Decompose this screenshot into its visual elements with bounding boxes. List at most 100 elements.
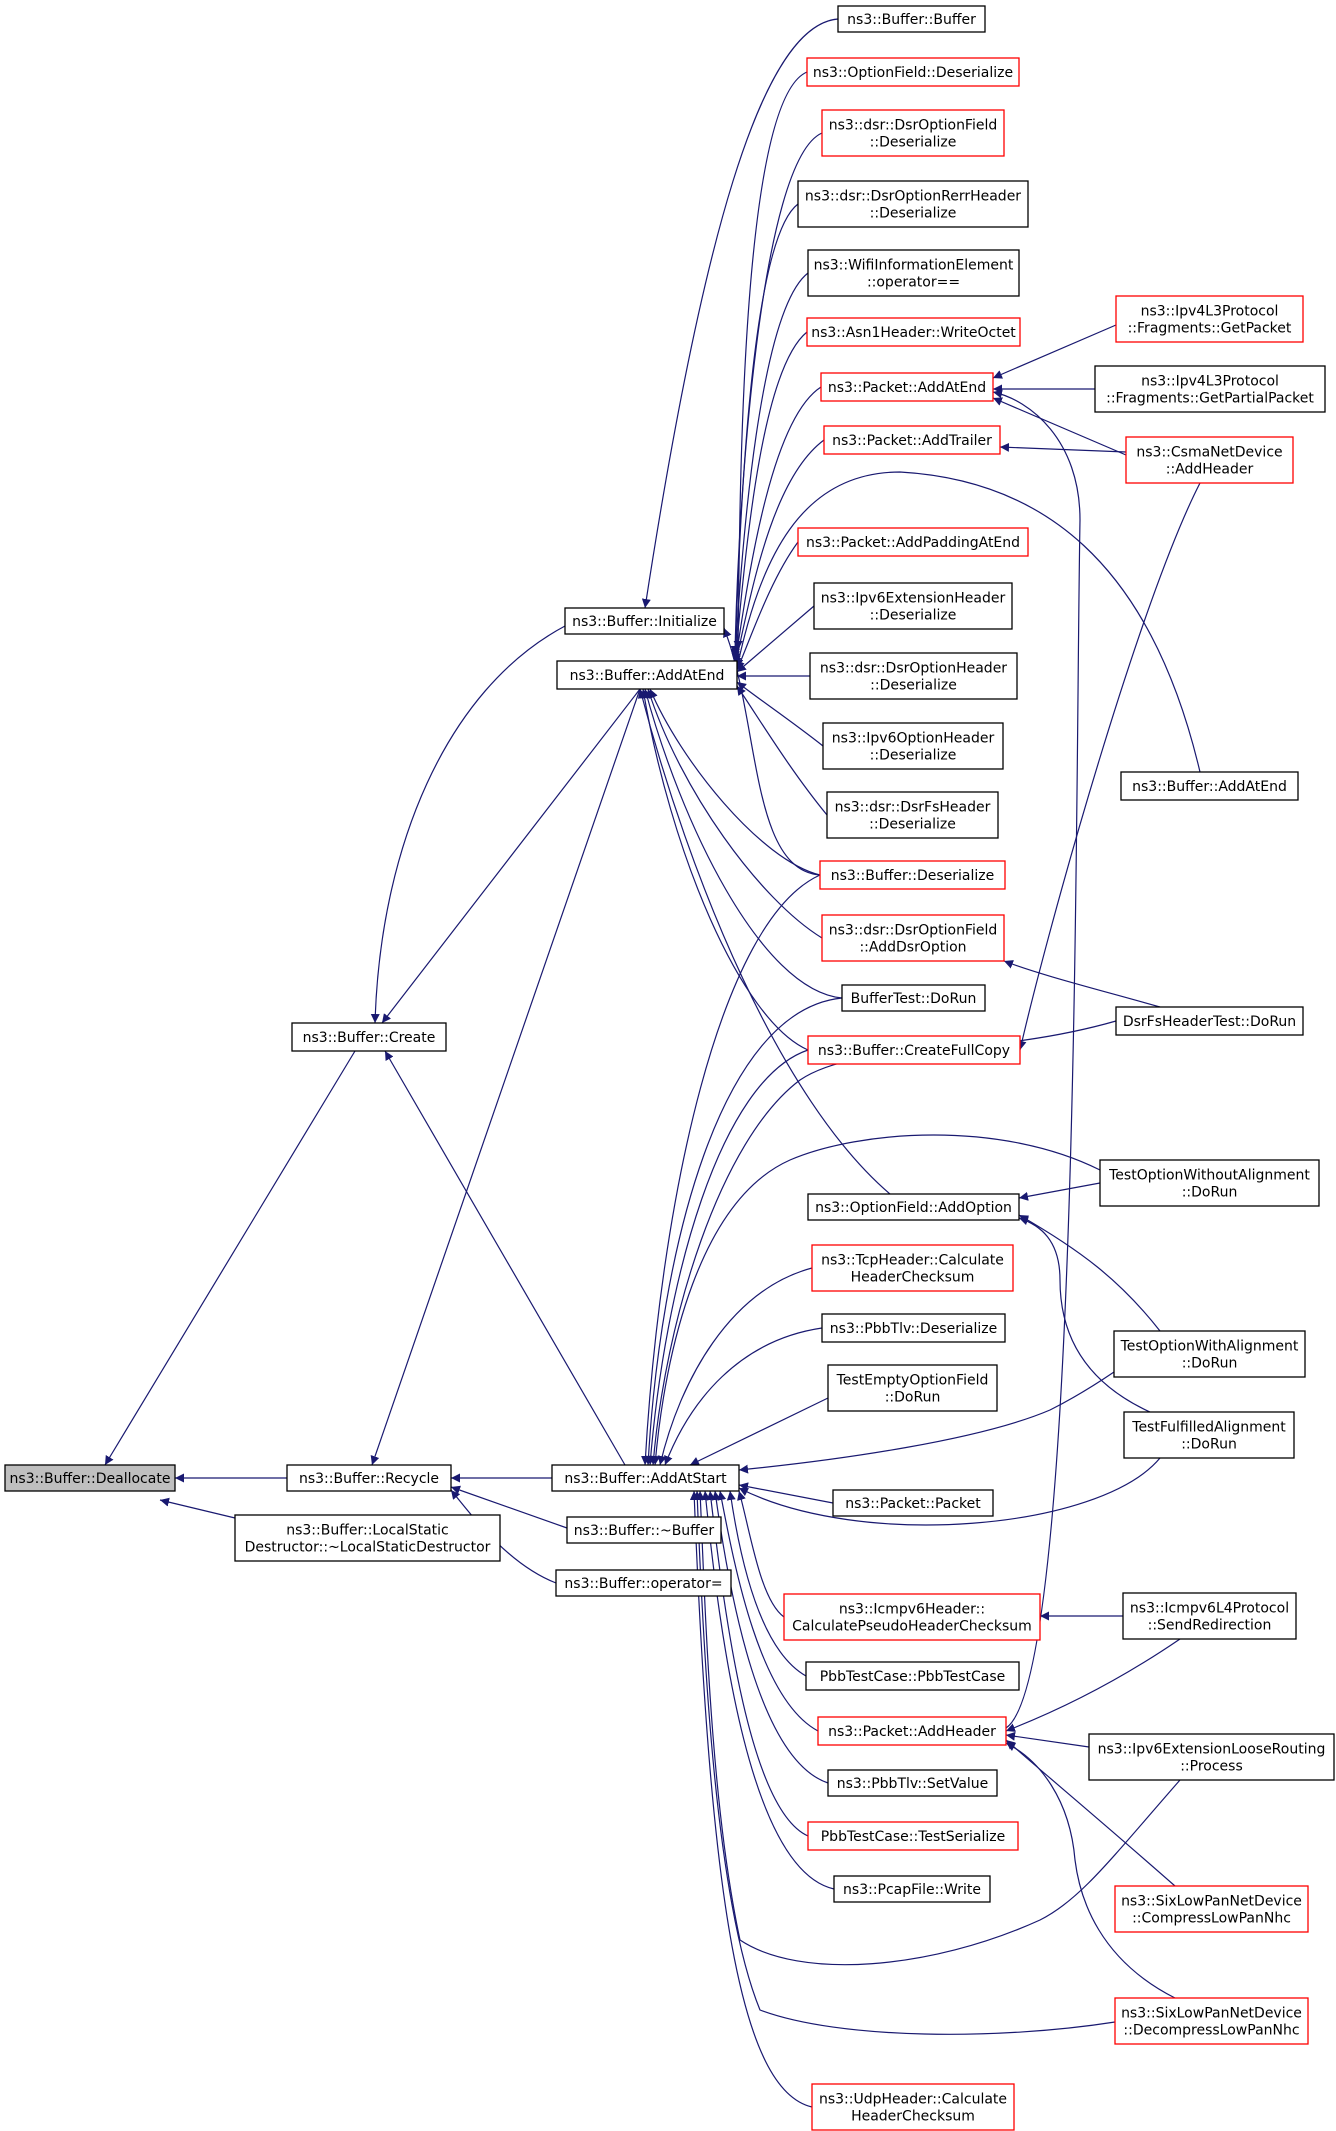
node-initialize[interactable]: ns3::Buffer::Initialize [564, 607, 725, 635]
node-label: ns3::Ipv6OptionHeader [832, 731, 995, 747]
node-dsrrerr-deser[interactable]: ns3::dsr::DsrOptionRerrHeader::Deseriali… [797, 180, 1029, 228]
node-label: ns3::Packet::AddTrailer [832, 433, 992, 449]
node-dtor[interactable]: ns3::Buffer::~Buffer [566, 1516, 722, 1544]
node-dsroptfield-add[interactable]: ns3::dsr::DsrOptionField::AddDsrOption [821, 914, 1005, 962]
node-pkt-addatend[interactable]: ns3::Packet::AddAtEnd [820, 372, 994, 402]
node-box [1113, 1330, 1306, 1378]
node-test-without[interactable]: TestOptionWithoutAlignment::DoRun [1099, 1159, 1320, 1207]
node-dsrfstest[interactable]: DsrFsHeaderTest::DoRun [1115, 1006, 1304, 1036]
node-test-with[interactable]: TestOptionWithAlignment::DoRun [1113, 1330, 1306, 1378]
node-create[interactable]: ns3::Buffer::Create [291, 1022, 447, 1052]
node-recycle[interactable]: ns3::Buffer::Recycle [286, 1464, 452, 1492]
node-pbbtlv-setvalue[interactable]: ns3::PbbTlv::SetValue [827, 1769, 998, 1797]
node-ipv6opt-deser[interactable]: ns3::Ipv6OptionHeader::Deserialize [822, 722, 1004, 770]
node-dsrfs-deser[interactable]: ns3::dsr::DsrFsHeader::Deserialize [826, 791, 999, 839]
e-sixlowpan-decompress-pkt-addheader [1005, 1742, 1176, 1999]
node-box [821, 914, 1005, 962]
node-box [1114, 1997, 1309, 2045]
node-pbbtestcase[interactable]: PbbTestCase::PbbTestCase [805, 1661, 1020, 1691]
node-pkt-addpadding[interactable]: ns3::Packet::AddPaddingAtEnd [797, 527, 1029, 557]
node-deallocate[interactable]: ns3::Buffer::Deallocate [4, 1464, 176, 1492]
e-wifiinfo-addatend [731, 272, 809, 661]
node-label: ns3::Asn1Header::WriteOctet [811, 325, 1016, 341]
node-ipv6ext-deser[interactable]: ns3::Ipv6ExtensionHeader::Deserialize [813, 582, 1013, 630]
node-frag-getpartial[interactable]: ns3::Ipv4L3Protocol::Fragments::GetParti… [1094, 365, 1326, 413]
node-createfullcopy[interactable]: ns3::Buffer::CreateFullCopy [807, 1035, 1021, 1065]
node-label: ns3::Buffer::LocalStatic [286, 1523, 449, 1539]
e-ipv6ext-loose-addatstart [695, 1490, 1181, 1966]
e-ipv6ext-deser-addatend [736, 605, 815, 673]
node-test-fulfilled[interactable]: TestFulfilledAlignment::DoRun [1123, 1411, 1295, 1459]
e-frag-getpacket-pkt-addatend [992, 324, 1117, 379]
node-operatoreq[interactable]: ns3::Buffer::operator= [555, 1569, 732, 1597]
node-box [291, 1022, 447, 1052]
node-label: ns3::Packet::AddAtEnd [828, 380, 986, 396]
node-buffertest[interactable]: BufferTest::DoRun [841, 984, 986, 1012]
node-addatstart[interactable]: ns3::Buffer::AddAtStart [551, 1464, 740, 1492]
node-packet-packet[interactable]: ns3::Packet::Packet [832, 1489, 994, 1517]
e-tcp-checksum-addatstart [657, 1267, 813, 1466]
node-sixlowpan-compress[interactable]: ns3::SixLowPanNetDevice::CompressLowPanN… [1114, 1885, 1309, 1933]
e-dsrfs-deser-addatend [736, 685, 828, 816]
e-dsrfstest-dsroptfield-add [1003, 960, 1161, 1008]
e-test-without-optfield-addopt [1018, 1182, 1101, 1201]
node-label: ::SendRedirection [1148, 1618, 1272, 1634]
node-label: PbbTestCase::PbbTestCase [820, 1669, 1006, 1685]
node-pkt-addheader[interactable]: ns3::Packet::AddHeader [817, 1716, 1007, 1746]
node-wifiinfo[interactable]: ns3::WifiInformationElement::operator== [807, 249, 1020, 297]
e-optfield-deser-addatend [733, 71, 808, 651]
node-box [820, 372, 994, 402]
node-box [821, 109, 1005, 157]
node-buf-deser[interactable]: ns3::Buffer::Deserialize [819, 860, 1006, 890]
node-label: Destructor::~LocalStaticDestructor [245, 1540, 491, 1556]
node-addatend[interactable]: ns3::Buffer::AddAtEnd [556, 660, 738, 690]
node-pcapfile-write[interactable]: ns3::PcapFile::Write [833, 1875, 991, 1903]
node-bufferbuffer[interactable]: ns3::Buffer::Buffer [837, 5, 986, 33]
node-pbbtlv-deser[interactable]: ns3::PbbTlv::Deserialize [821, 1313, 1006, 1343]
node-dsropthdr-deser[interactable]: ns3::dsr::DsrOptionHeader::Deserialize [809, 652, 1018, 700]
node-testemptyopt[interactable]: TestEmptyOptionField::DoRun [827, 1364, 998, 1412]
node-dsroptfield-deser[interactable]: ns3::dsr::DsrOptionField::Deserialize [821, 109, 1005, 157]
e-addatstart-create [384, 1050, 626, 1466]
node-box [827, 1364, 998, 1412]
node-label: ns3::Icmpv6Header:: [839, 1602, 985, 1618]
node-sixlowpan-decompress[interactable]: ns3::SixLowPanNetDevice::DecompressLowPa… [1114, 1997, 1309, 2045]
node-pbb-testserialize[interactable]: PbbTestCase::TestSerialize [807, 1821, 1019, 1851]
node-box [1088, 1733, 1335, 1781]
e-testemptyopt-addatstart [689, 1397, 829, 1466]
node-ipv6ext-loose[interactable]: ns3::Ipv6ExtensionLooseRouting::Process [1088, 1733, 1335, 1781]
node-label: ns3::SixLowPanNetDevice [1121, 2006, 1302, 2022]
node-box [564, 607, 725, 635]
node-box [833, 1875, 991, 1903]
node-icmpv6l4-redirect[interactable]: ns3::Icmpv6L4Protocol::SendRedirection [1122, 1592, 1297, 1640]
node-localstatic[interactable]: ns3::Buffer::LocalStaticDestructor::~Loc… [234, 1514, 501, 1562]
node-csma-addheader[interactable]: ns3::CsmaNetDevice::AddHeader [1125, 436, 1294, 484]
node-label: BufferTest::DoRun [851, 991, 977, 1007]
node-box [234, 1514, 501, 1562]
node-pkt-addtrailer[interactable]: ns3::Packet::AddTrailer [823, 425, 1001, 455]
node-label: ns3::dsr::DsrOptionField [829, 923, 998, 939]
node-asn1[interactable]: ns3::Asn1Header::WriteOctet [806, 317, 1021, 347]
node-buf-addatend2[interactable]: ns3::Buffer::AddAtEnd [1120, 771, 1299, 801]
node-frag-getpacket[interactable]: ns3::Ipv4L3Protocol::Fragments::GetPacke… [1115, 295, 1304, 343]
node-box [1099, 1159, 1320, 1207]
node-box [1094, 365, 1326, 413]
node-label: ::DoRun [1182, 1185, 1238, 1201]
node-optfield-deser[interactable]: ns3::OptionField::Deserialize [806, 57, 1020, 87]
e-icmpv6-pseudo-addatstart [737, 1490, 785, 1618]
node-label: ::Fragments::GetPartialPacket [1106, 391, 1314, 407]
node-label: ns3::SixLowPanNetDevice [1121, 1894, 1302, 1910]
node-label: ns3::PbbTlv::SetValue [837, 1776, 989, 1792]
node-icmpv6-pseudo[interactable]: ns3::Icmpv6Header::CalculatePseudoHeader… [783, 1593, 1041, 1641]
node-label: ::Deserialize [870, 135, 957, 151]
node-box [1122, 1592, 1297, 1640]
node-label: ns3::Buffer::AddAtEnd [1132, 779, 1287, 795]
node-box [1114, 1885, 1309, 1933]
node-box [841, 984, 986, 1012]
e-buffertest-addatstart [644, 997, 843, 1466]
node-optfield-addopt[interactable]: ns3::OptionField::AddOption [807, 1193, 1020, 1221]
e-initialize-create [370, 625, 566, 1024]
